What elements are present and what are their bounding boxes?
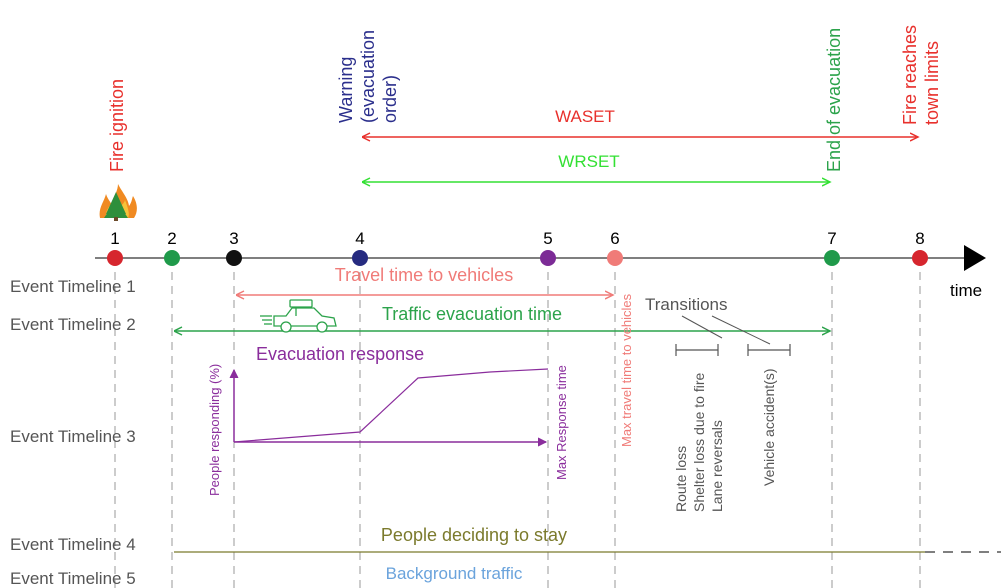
transition-range-left xyxy=(675,344,719,356)
car-icon xyxy=(260,299,337,333)
fire-reaches-line1: Fire reaches xyxy=(900,25,920,125)
travel-time-label: Travel time to vehicles xyxy=(335,265,513,285)
time-axis-arrowhead xyxy=(964,245,986,271)
waset-label: WASET xyxy=(555,107,615,126)
event-timeline-3-label: Event Timeline 3 xyxy=(10,427,136,446)
axis-point-4 xyxy=(352,250,368,266)
vehicle-accidents-label: Vehicle accident(s) xyxy=(761,368,777,486)
background-traffic-label: Background traffic xyxy=(386,564,523,583)
max-travel-time-label: Max travel time to vehicles xyxy=(619,293,634,447)
warning-label-line3: order) xyxy=(380,75,400,123)
max-response-time-label: Max Response time xyxy=(554,365,569,480)
end-of-evacuation-label: End of evacuation xyxy=(824,28,844,172)
axis-point-6 xyxy=(607,250,623,266)
time-axis-label: time xyxy=(950,281,982,300)
transition-labels: Route loss Shelter loss due to fire Lane… xyxy=(673,368,777,512)
warning-label-line1: Warning xyxy=(336,57,356,123)
evac-response-label: Evacuation response xyxy=(256,344,424,364)
axis-point-label-6: 6 xyxy=(610,229,619,248)
axis-point-3 xyxy=(226,250,242,266)
axis-point-label-3: 3 xyxy=(229,229,238,248)
fire-ignition-label: Fire ignition xyxy=(107,79,127,172)
route-loss-label: Route loss xyxy=(673,446,689,512)
axis-point-5 xyxy=(540,250,556,266)
axis-point-label-4: 4 xyxy=(355,229,364,248)
axis-point-1 xyxy=(107,250,123,266)
transitions-label: Transitions xyxy=(645,295,728,314)
axis-point-label-5: 5 xyxy=(543,229,552,248)
warning-label: Warning (evacuation order) xyxy=(336,30,400,123)
people-responding-label: People responding (%) xyxy=(207,364,222,496)
fire-reaches-line2: town limits xyxy=(922,41,942,125)
axis-point-7 xyxy=(824,250,840,266)
axis-point-2 xyxy=(164,250,180,266)
axis-points: 1 2 3 4 5 6 7 8 xyxy=(107,229,928,266)
event-timeline-labels: Event Timeline 1 Event Timeline 2 Event … xyxy=(10,277,136,588)
axis-point-label-2: 2 xyxy=(167,229,176,248)
warning-label-line2: (evacuation xyxy=(358,30,378,123)
transition-range-right xyxy=(747,344,791,356)
fire-tree-icon xyxy=(99,184,137,221)
transitions-pointer-left xyxy=(681,315,723,339)
traffic-evac-label: Traffic evacuation time xyxy=(382,304,562,324)
axis-point-label-1: 1 xyxy=(110,229,119,248)
axis-point-label-7: 7 xyxy=(827,229,836,248)
lane-reversals-label: Lane reversals xyxy=(709,420,725,512)
axis-point-label-8: 8 xyxy=(915,229,924,248)
event-timeline-1-label: Event Timeline 1 xyxy=(10,277,136,296)
response-curve xyxy=(233,368,549,443)
axis-point-8 xyxy=(912,250,928,266)
deciding-to-stay-label: People deciding to stay xyxy=(381,525,567,545)
shelter-loss-label: Shelter loss due to fire xyxy=(691,372,707,512)
wrset-label: WRSET xyxy=(558,152,619,171)
event-timeline-4-label: Event Timeline 4 xyxy=(10,535,136,554)
fire-reaches-label: Fire reaches town limits xyxy=(900,25,942,125)
transitions-pointer-right xyxy=(711,315,771,345)
event-timeline-5-label: Event Timeline 5 xyxy=(10,569,136,588)
event-timeline-2-label: Event Timeline 2 xyxy=(10,315,136,334)
